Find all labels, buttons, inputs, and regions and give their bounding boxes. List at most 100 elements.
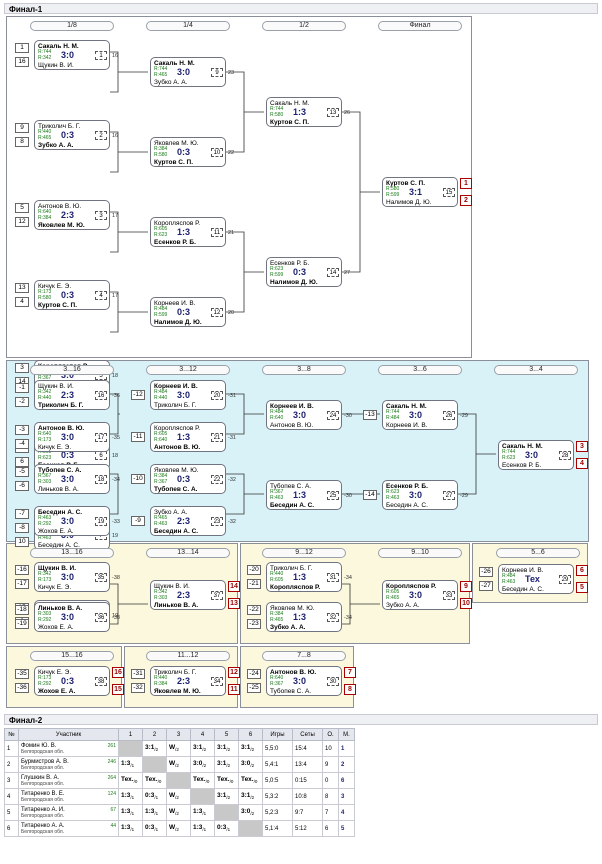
match-number: 28 [559, 451, 571, 460]
result-cell: 1:3/1 [190, 804, 215, 821]
player-rating: R:605 [270, 577, 284, 583]
player-name: Беседин А. С. [38, 542, 80, 549]
player-club: Белгородская обл. [21, 780, 65, 787]
player-name: Антонов В. Ю. [270, 422, 314, 429]
match-score: 0:3 [293, 267, 307, 277]
match-number: 9 [211, 68, 223, 77]
column-header: 2 [142, 728, 167, 741]
loser-destination: 18 [112, 373, 119, 379]
player-rating: R:173 [38, 437, 52, 443]
match-score: 1:3 [293, 107, 307, 117]
round-header: 1/2 [262, 21, 346, 31]
match-result: 3:0 [241, 760, 251, 768]
player-rating: R:440 [154, 675, 168, 681]
player-name: Зубко А. А. [386, 602, 420, 609]
seed-number: -1 [15, 383, 29, 393]
player-name: Корнеев И. В. [270, 403, 314, 410]
match-number: 20 [211, 391, 223, 400]
match-number: 32 [327, 613, 339, 622]
match-number: 27 [443, 491, 455, 500]
seed-number: -18 [15, 605, 29, 615]
player-name: Сакаль Н. М. [502, 443, 543, 450]
final-place: 6 [576, 565, 588, 576]
row-number: 4 [4, 788, 19, 805]
player-name: Коропляспов Р. [270, 584, 321, 591]
seed-number: 3 [15, 363, 29, 373]
loser-destination: -34 [112, 477, 120, 483]
match-number: 1 [95, 51, 107, 60]
player-rating: R:440 [270, 571, 284, 577]
final-place: 3 [576, 441, 588, 452]
match-result: 3:1 [241, 744, 251, 752]
player-rating: R:384 [154, 681, 168, 687]
match-score: 3:0 [61, 474, 75, 484]
final-place: 8 [344, 684, 356, 695]
player-name: Яковлев М. Ю. [154, 688, 201, 695]
round-header: 3...4 [494, 365, 578, 375]
sets-cell: 0:15 [292, 772, 323, 789]
points-cell: 0 [322, 772, 339, 789]
loser-destination: -38 [112, 615, 120, 621]
final-place: 9 [460, 581, 472, 592]
match-number: 37 [211, 591, 223, 600]
row-number: 6 [4, 820, 19, 837]
match-result: 0:3 [217, 824, 227, 832]
final2-title: Финал-2 [4, 714, 598, 725]
player-rating: R:465 [386, 595, 400, 601]
loser-destination: -34 [344, 615, 352, 621]
player-rating: R:173 [38, 577, 52, 583]
seed-number: -11 [131, 432, 145, 442]
seed-number: -9 [131, 516, 145, 526]
player-name: Кичук Е. Э. [38, 283, 72, 290]
player-rating: R:292 [38, 521, 52, 527]
match-number: 14 [327, 268, 339, 277]
match-score: 3:0 [293, 676, 307, 686]
player-rating: R:440 [38, 129, 52, 135]
player-rating: R:440 [154, 395, 168, 401]
player-name: Коропляспов Р. [386, 583, 437, 590]
match-score: 3:0 [409, 490, 423, 500]
result-cell: 0:3/1 [214, 820, 239, 837]
match-number: 15 [443, 188, 455, 197]
column-header: 1 [118, 728, 143, 741]
match-result: 1:3 [121, 808, 131, 816]
match-result: 0:3 [145, 792, 155, 800]
place-cell: 2 [338, 756, 355, 773]
